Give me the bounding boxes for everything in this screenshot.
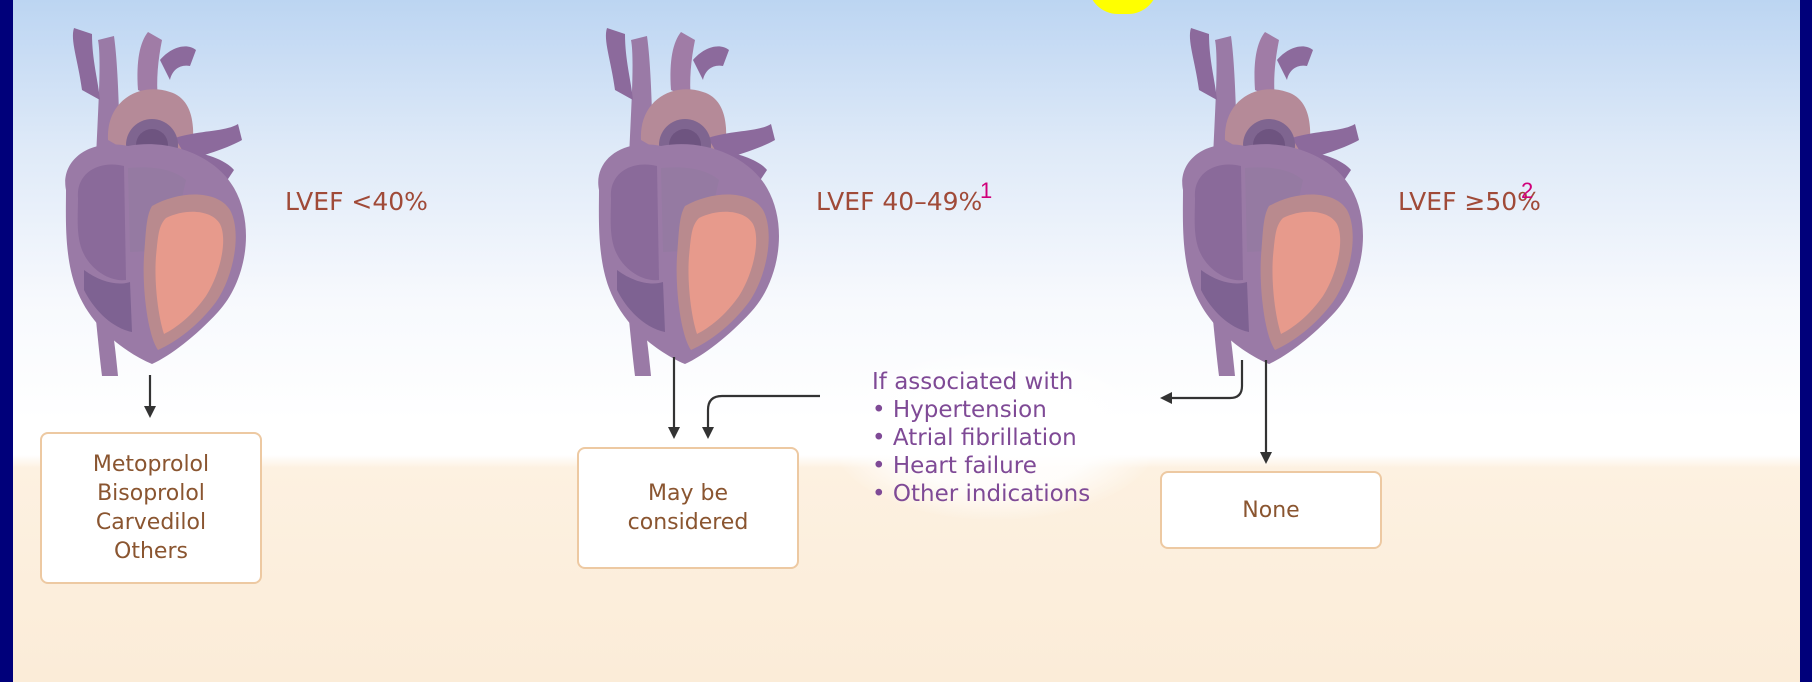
arrow-to-list	[1166, 360, 1242, 398]
arrow-from-list	[708, 396, 820, 433]
